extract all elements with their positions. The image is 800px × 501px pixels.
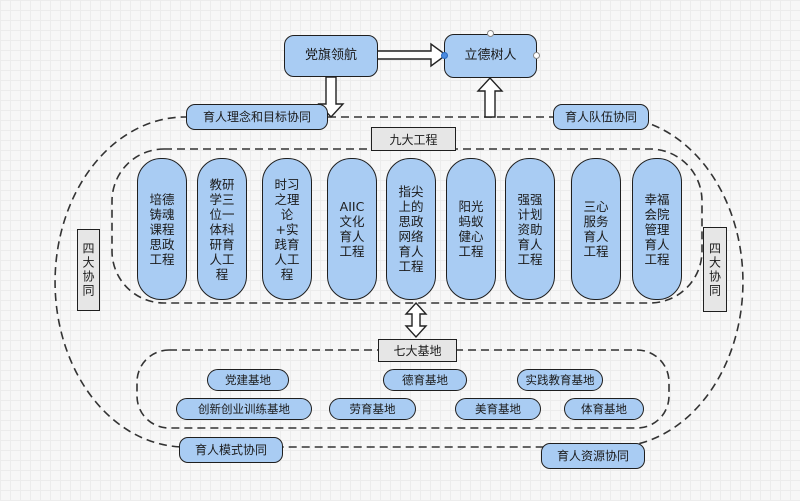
seven-bases-title[interactable]: 七大基地	[378, 339, 457, 362]
project-pill-1[interactable]: 培德铸魂课程思政工程	[137, 158, 187, 300]
project-label-7: 强强计划资助育人工程	[517, 191, 543, 267]
project-pill-5[interactable]: 指尖上的思政网络育人工程	[386, 158, 436, 300]
selection-handle-right[interactable]	[533, 52, 540, 59]
collab-top-right[interactable]: 育人队伍协同	[553, 104, 649, 130]
collab-bottom-left-label: 育人模式协同	[194, 442, 267, 457]
leadership-box[interactable]: 党旗领航	[284, 35, 378, 77]
project-label-5: 指尖上的思政网络育人工程	[398, 184, 424, 274]
base-pill-4[interactable]: 创新创业训练基地	[176, 398, 312, 420]
base-label-6: 美育基地	[475, 402, 521, 416]
goal-label: 立德树人	[464, 48, 517, 64]
base-label-4: 创新创业训练基地	[198, 402, 290, 416]
leadership-label: 党旗领航	[304, 48, 357, 64]
project-pill-4[interactable]: AIIC文化育人工程	[327, 158, 377, 300]
side-label-right[interactable]: 四大协同	[703, 227, 727, 312]
base-label-2: 德育基地	[402, 373, 448, 387]
nine-projects-container	[111, 148, 703, 304]
project-pill-3[interactable]: 时习之理论+实践育人工程	[262, 158, 312, 300]
selection-handle-top[interactable]	[487, 30, 494, 37]
seven-bases-title-text: 七大基地	[393, 344, 442, 358]
side-label-left[interactable]: 四大协同	[77, 229, 100, 311]
project-label-4: AIIC文化育人工程	[339, 199, 365, 259]
base-pill-3[interactable]: 实践教育基地	[517, 369, 603, 391]
goal-box[interactable]: 立德树人	[444, 34, 537, 78]
project-pill-6[interactable]: 阳光蚂蚁健心工程	[446, 158, 496, 300]
arrow-right-leadership-to-goal	[376, 42, 448, 68]
collab-top-right-label: 育人队伍协同	[564, 109, 637, 124]
base-pill-1[interactable]: 党建基地	[207, 369, 289, 391]
base-pill-7[interactable]: 体育基地	[564, 398, 644, 420]
outer-dashed-stadium	[54, 116, 744, 448]
base-label-1: 党建基地	[225, 373, 271, 387]
project-label-2: 教研学三位一体科研育人工程	[209, 176, 235, 282]
project-pill-2[interactable]: 教研学三位一体科研育人工程	[197, 158, 247, 300]
base-label-7: 体育基地	[581, 402, 627, 416]
collab-bottom-left[interactable]: 育人模式协同	[179, 437, 283, 463]
collab-bottom-right-label: 育人资源协同	[556, 448, 629, 463]
base-label-3: 实践教育基地	[525, 373, 595, 387]
base-pill-6[interactable]: 美育基地	[455, 398, 541, 420]
nine-projects-title[interactable]: 九大工程	[371, 127, 456, 151]
arrow-up-to-goal	[476, 76, 504, 118]
selection-handle-left[interactable]	[441, 52, 448, 59]
collab-top-left[interactable]: 育人理念和目标协同	[186, 104, 328, 130]
project-label-6: 阳光蚂蚁健心工程	[458, 199, 484, 259]
project-label-1: 培德铸魂课程思政工程	[149, 191, 175, 267]
project-pill-9[interactable]: 幸福会院管理育人工程	[632, 158, 682, 300]
collab-bottom-right[interactable]: 育人资源协同	[541, 443, 645, 469]
collab-top-left-label: 育人理念和目标协同	[202, 109, 311, 124]
side-label-left-text: 四大协同	[81, 242, 95, 298]
base-pill-2[interactable]: 德育基地	[383, 369, 467, 391]
project-label-8: 三心服务育人工程	[583, 199, 609, 259]
project-pill-7[interactable]: 强强计划资助育人工程	[505, 158, 555, 300]
project-label-3: 时习之理论+实践育人工程	[274, 176, 300, 282]
project-label-9: 幸福会院管理育人工程	[644, 191, 670, 267]
base-label-5: 劳育基地	[349, 402, 396, 416]
project-pill-8[interactable]: 三心服务育人工程	[571, 158, 621, 300]
side-label-right-text: 四大协同	[707, 241, 722, 298]
nine-projects-title-text: 九大工程	[389, 132, 438, 147]
base-pill-5[interactable]: 劳育基地	[329, 398, 416, 420]
arrow-bidirectional-center	[404, 301, 428, 339]
